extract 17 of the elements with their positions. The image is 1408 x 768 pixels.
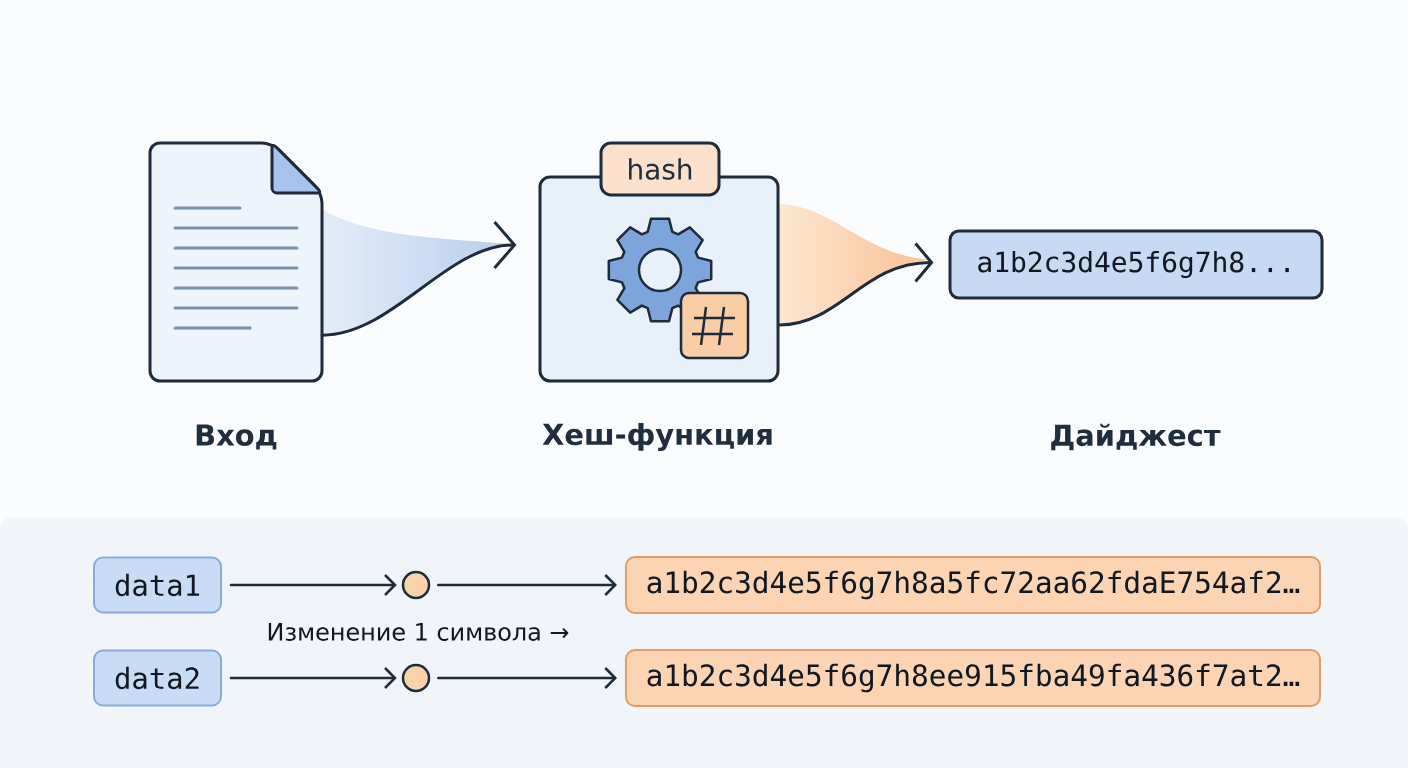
arrow [320,221,517,337]
heading-label: Дайджест [1051,423,1221,451]
digest-box: a1b2c3d4e5f6g7h8... [948,229,1324,300]
hash-box: a1b2c3d4e5f6g7h8ee915fba49fa436f7at2… [625,649,1321,707]
circle-marker [401,663,431,693]
arrow [229,667,397,689]
node-label: Вход [196,424,277,450]
arrow [437,574,617,596]
arrow [229,574,397,596]
hash-box: a1b2c3d4e5f6g7h8a5fc72aa62fdaE754af2… [625,556,1321,614]
data-box: data2 [93,649,222,707]
node-label: Хеш-функция [542,422,772,452]
circle-marker [401,570,431,600]
data-box: data1 [93,556,222,614]
arrow [778,242,934,327]
note-text: Изменение 1 символа → [268,623,569,641]
arrow [437,667,617,689]
